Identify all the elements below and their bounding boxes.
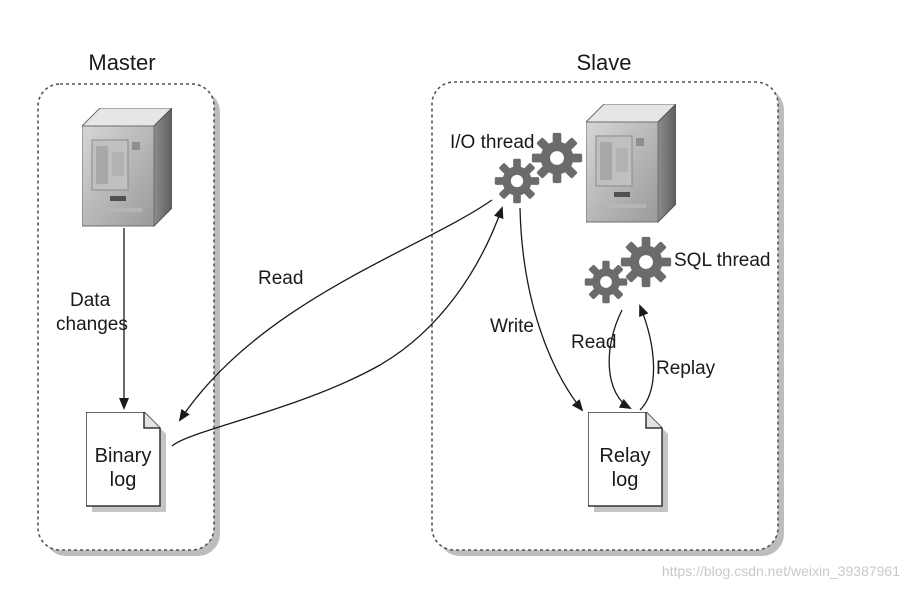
sql-read-label: Read xyxy=(571,332,616,353)
slave-server-icon xyxy=(586,104,676,223)
write-arrow xyxy=(519,207,584,412)
read-label: Read xyxy=(258,268,303,289)
binary-log-label-2: log xyxy=(110,469,137,491)
master-server-icon xyxy=(82,108,172,227)
relay-log-label-1: Relay xyxy=(599,445,650,467)
sql-read-arrow xyxy=(608,309,632,409)
slave-title: Slave xyxy=(576,50,631,75)
io-thread-gear-small-icon xyxy=(494,158,540,204)
relay-log-label-2: log xyxy=(612,469,639,491)
data-changes-label-2: changes xyxy=(56,314,128,335)
sql-thread-gear-large-icon xyxy=(620,236,672,288)
replay-label: Replay xyxy=(656,358,716,379)
data-changes-label-1: Data xyxy=(70,290,111,311)
io-thread-gear-large-icon xyxy=(531,132,583,184)
master-title: Master xyxy=(88,50,155,75)
binary-log-label-1: Binary xyxy=(95,445,152,467)
write-label: Write xyxy=(490,316,534,337)
sql-thread-gear-small-icon xyxy=(584,260,628,304)
read-arrow-to-binary-log xyxy=(178,199,493,422)
read-arrow-to-io-thread xyxy=(171,206,504,447)
io-thread-label: I/O thread xyxy=(450,132,535,153)
sql-thread-label: SQL thread xyxy=(674,250,770,271)
watermark: https://blog.csdn.net/weixin_39387961 xyxy=(662,563,900,579)
replay-arrow xyxy=(639,304,655,411)
